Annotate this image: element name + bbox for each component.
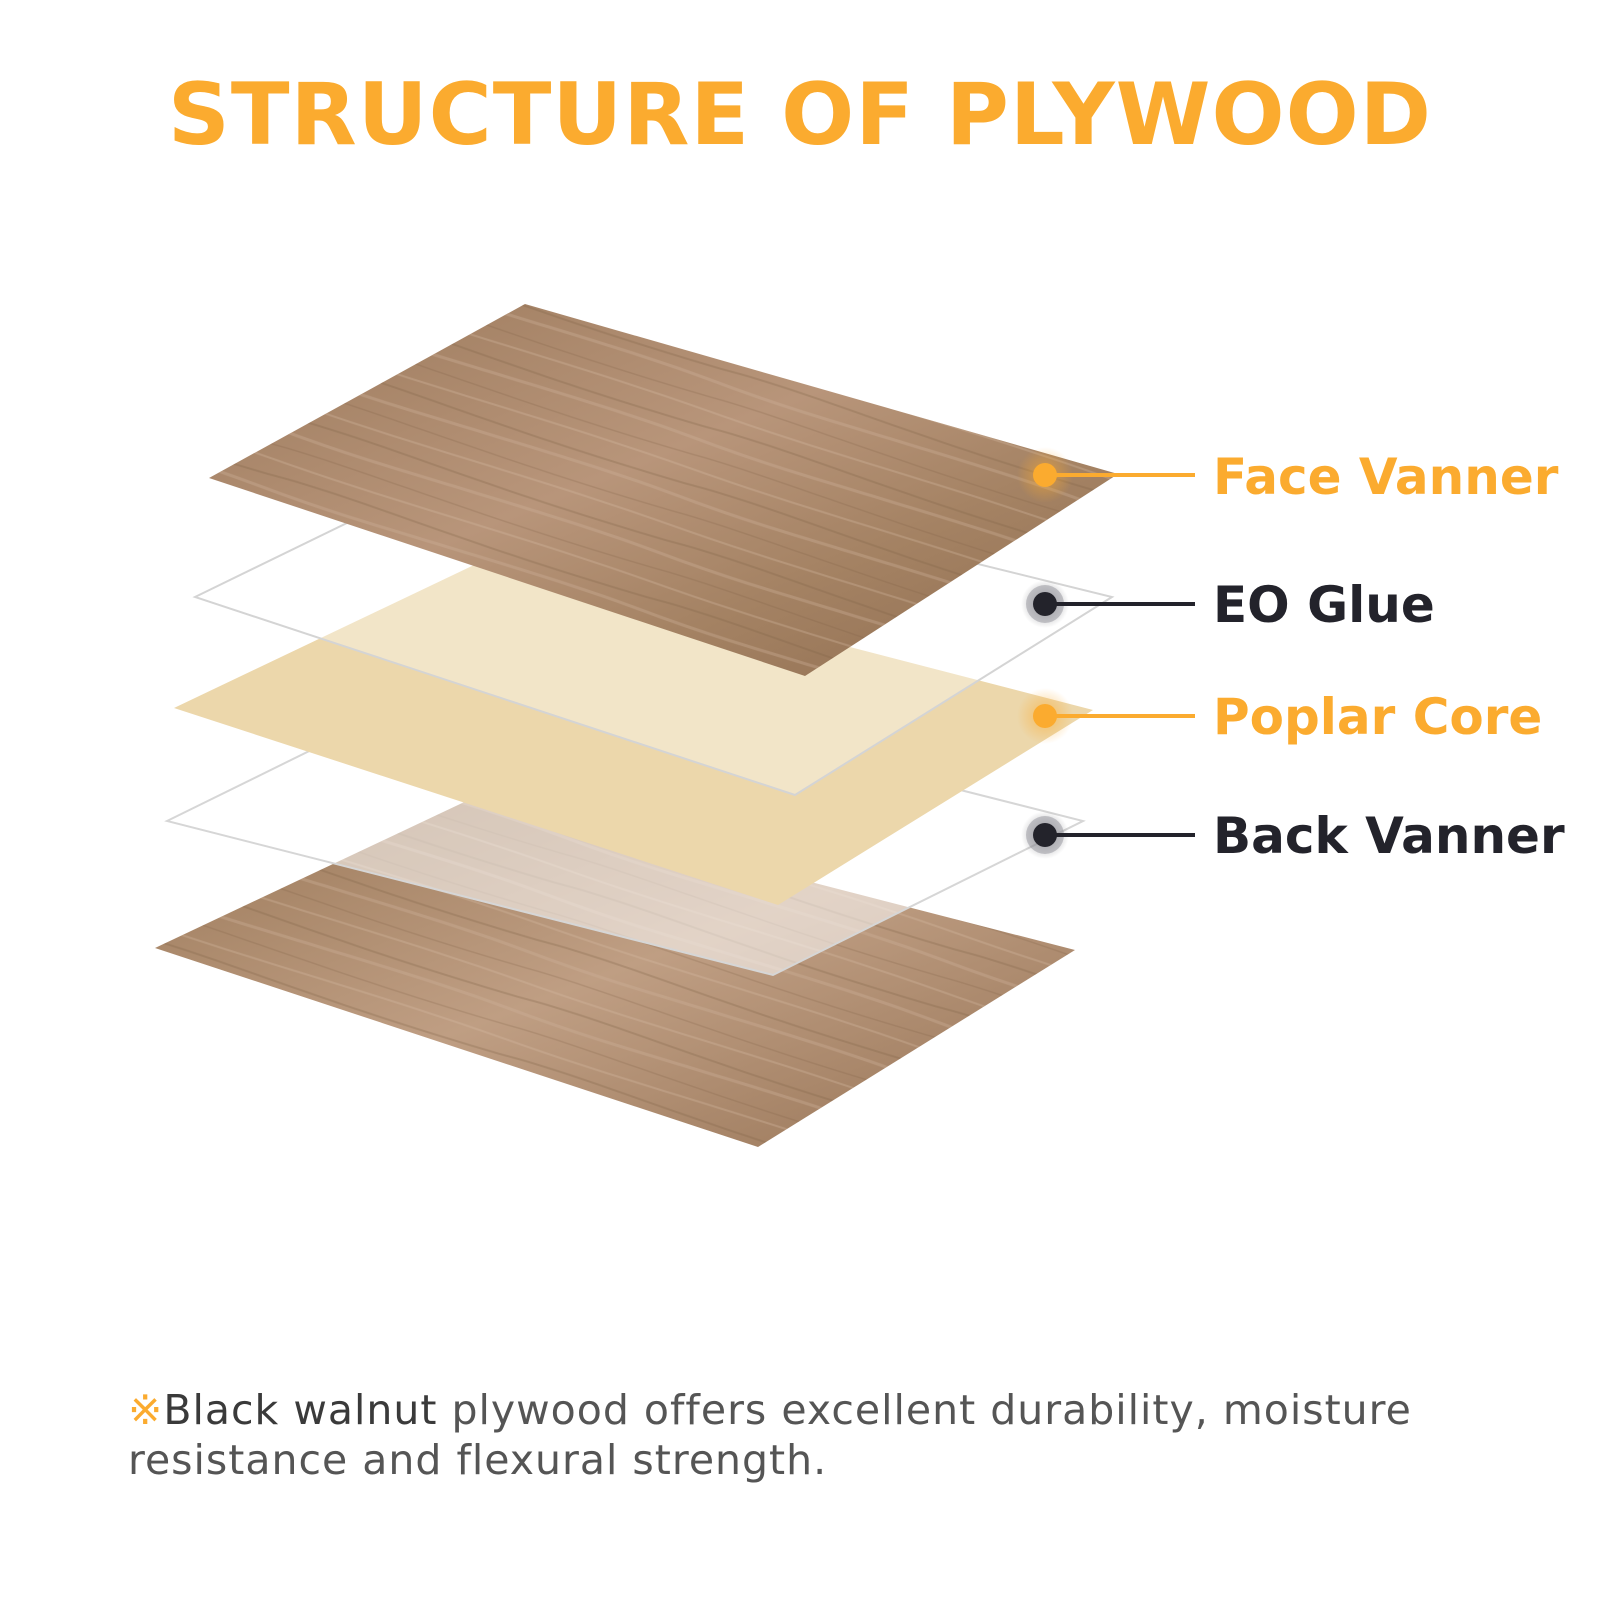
back-vanner-label: Back Vanner — [1213, 807, 1565, 865]
poplar-core-label: Poplar Core — [1213, 688, 1543, 746]
footnote-text: plywood offers excellent durability, moi… — [128, 1386, 1412, 1484]
back-vanner-callout — [1021, 811, 1195, 859]
poplar-core-callout — [1017, 688, 1195, 744]
face-vanner-label: Face Vanner — [1213, 448, 1559, 506]
reference-mark: ※ — [128, 1386, 164, 1434]
footnote-emphasis: Black walnut — [163, 1386, 438, 1434]
face-vanner-sheet — [209, 304, 1118, 676]
eo-glue-callout — [1021, 580, 1195, 628]
footnote: ※Black walnut plywood offers excellent d… — [128, 1385, 1528, 1485]
back-vanner-sheet — [155, 796, 1075, 1147]
page-title: STRUCTURE OF PLYWOOD — [167, 65, 1433, 165]
poplar-core-sheet — [174, 555, 1093, 905]
face-vanner-callout — [1017, 447, 1195, 503]
eo-glue-label: EO Glue — [1213, 576, 1435, 634]
